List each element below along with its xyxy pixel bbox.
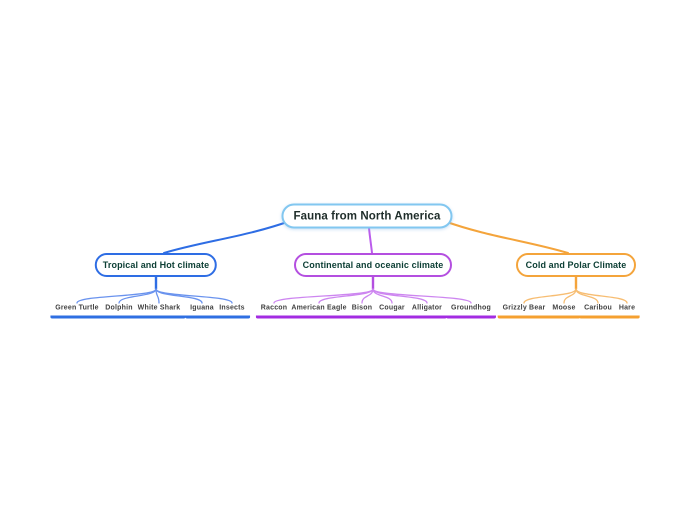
leaf-node-american-eagle[interactable]: American Eagle <box>286 304 352 319</box>
leaf-node-bison[interactable]: Bison <box>346 304 378 319</box>
leaf-node-insects[interactable]: Insects <box>214 304 250 319</box>
connector-line <box>361 288 374 304</box>
connector-line <box>76 288 157 304</box>
connector-line <box>155 288 233 304</box>
leaf-node-caribou[interactable]: Caribou <box>579 304 617 319</box>
connector-line <box>368 227 373 254</box>
branch-node-tropical-and-hot-climate[interactable]: Tropical and Hot climate <box>94 253 218 277</box>
connector-line <box>155 288 160 304</box>
leaf-node-hare[interactable]: Hare <box>613 304 641 319</box>
connector-line <box>318 288 374 304</box>
root-node[interactable]: Fauna from North America <box>281 203 453 229</box>
connector-line <box>575 288 628 304</box>
connector-line <box>443 220 569 254</box>
connector-line <box>273 288 374 304</box>
leaf-node-white-shark[interactable]: White Shark <box>132 304 186 319</box>
connector-line <box>372 288 393 304</box>
leaf-node-iguana[interactable]: Iguana <box>185 304 219 319</box>
connector-line <box>523 288 577 304</box>
connector-line <box>575 288 599 304</box>
connector-line <box>155 288 203 304</box>
connector-line <box>163 220 291 254</box>
connector-line <box>563 288 577 304</box>
leaf-node-green-turtle[interactable]: Green Turtle <box>50 304 104 319</box>
leaf-node-raccon[interactable]: Raccon <box>255 304 293 319</box>
leaf-node-groundhog[interactable]: Groundhog <box>446 304 496 319</box>
branch-node-cold-and-polar-climate[interactable]: Cold and Polar Climate <box>516 253 636 277</box>
leaf-node-moose[interactable]: Moose <box>547 304 581 319</box>
connector-line <box>372 288 428 304</box>
leaf-node-alligator[interactable]: Alligator <box>406 304 448 319</box>
connector-line <box>118 288 157 304</box>
leaf-node-grizzly-bear[interactable]: Grizzly Bear <box>497 304 551 319</box>
branch-node-continental-and-oceanic-climate[interactable]: Continental and oceanic climate <box>294 253 452 277</box>
leaf-node-cougar[interactable]: Cougar <box>374 304 410 319</box>
connector-line <box>372 288 472 304</box>
leaf-node-dolphin[interactable]: Dolphin <box>100 304 138 319</box>
